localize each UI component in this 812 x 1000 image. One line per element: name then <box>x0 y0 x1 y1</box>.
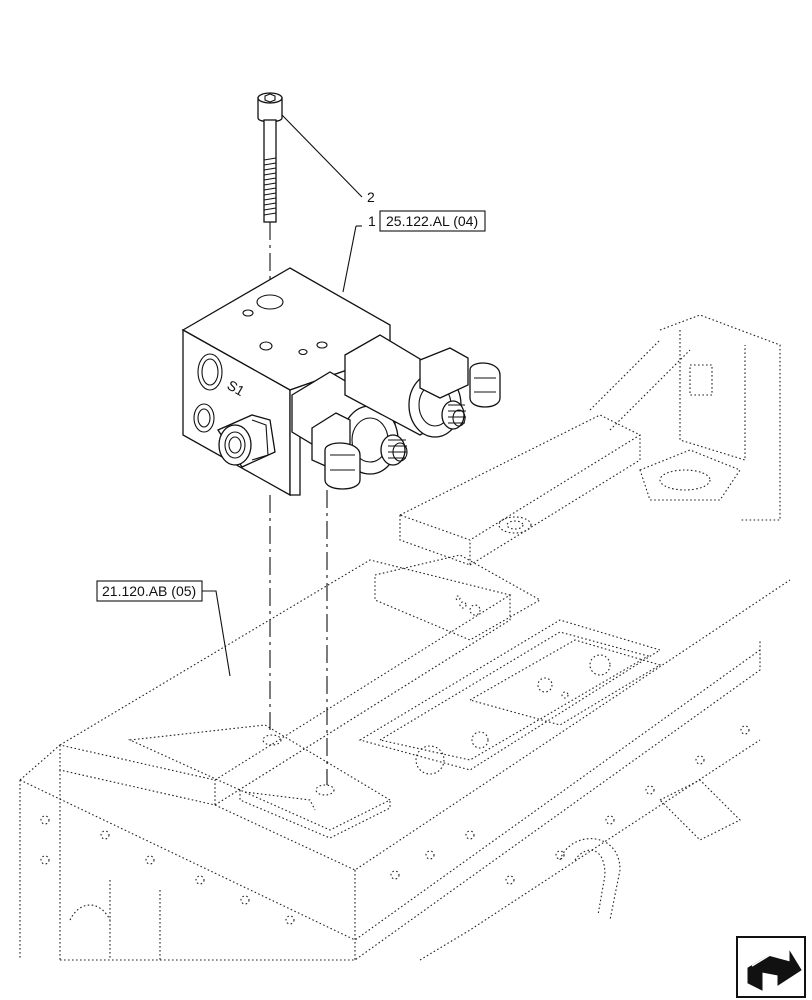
next-page-arrow-icon[interactable] <box>736 936 806 998</box>
callout-1-reference[interactable]: 25.122.AL (04) <box>386 213 478 229</box>
valve-block: S1 <box>181 267 501 497</box>
cap-screw <box>257 92 283 223</box>
frame-reference[interactable]: 21.120.AB (05) <box>102 583 196 599</box>
callout-1-reference-box <box>379 210 486 232</box>
callout-1-number: 1 <box>368 213 376 229</box>
callout-2-number: 2 <box>367 189 375 205</box>
callout-1: 1 25.122.AL (04) <box>342 210 486 293</box>
callout-2: 2 <box>281 114 375 205</box>
callout-frame: 21.120.AB (05) <box>96 580 231 677</box>
svg-text:S1: S1 <box>225 377 248 400</box>
assembly-centerlines <box>269 222 328 785</box>
chassis-frame <box>19 314 791 961</box>
